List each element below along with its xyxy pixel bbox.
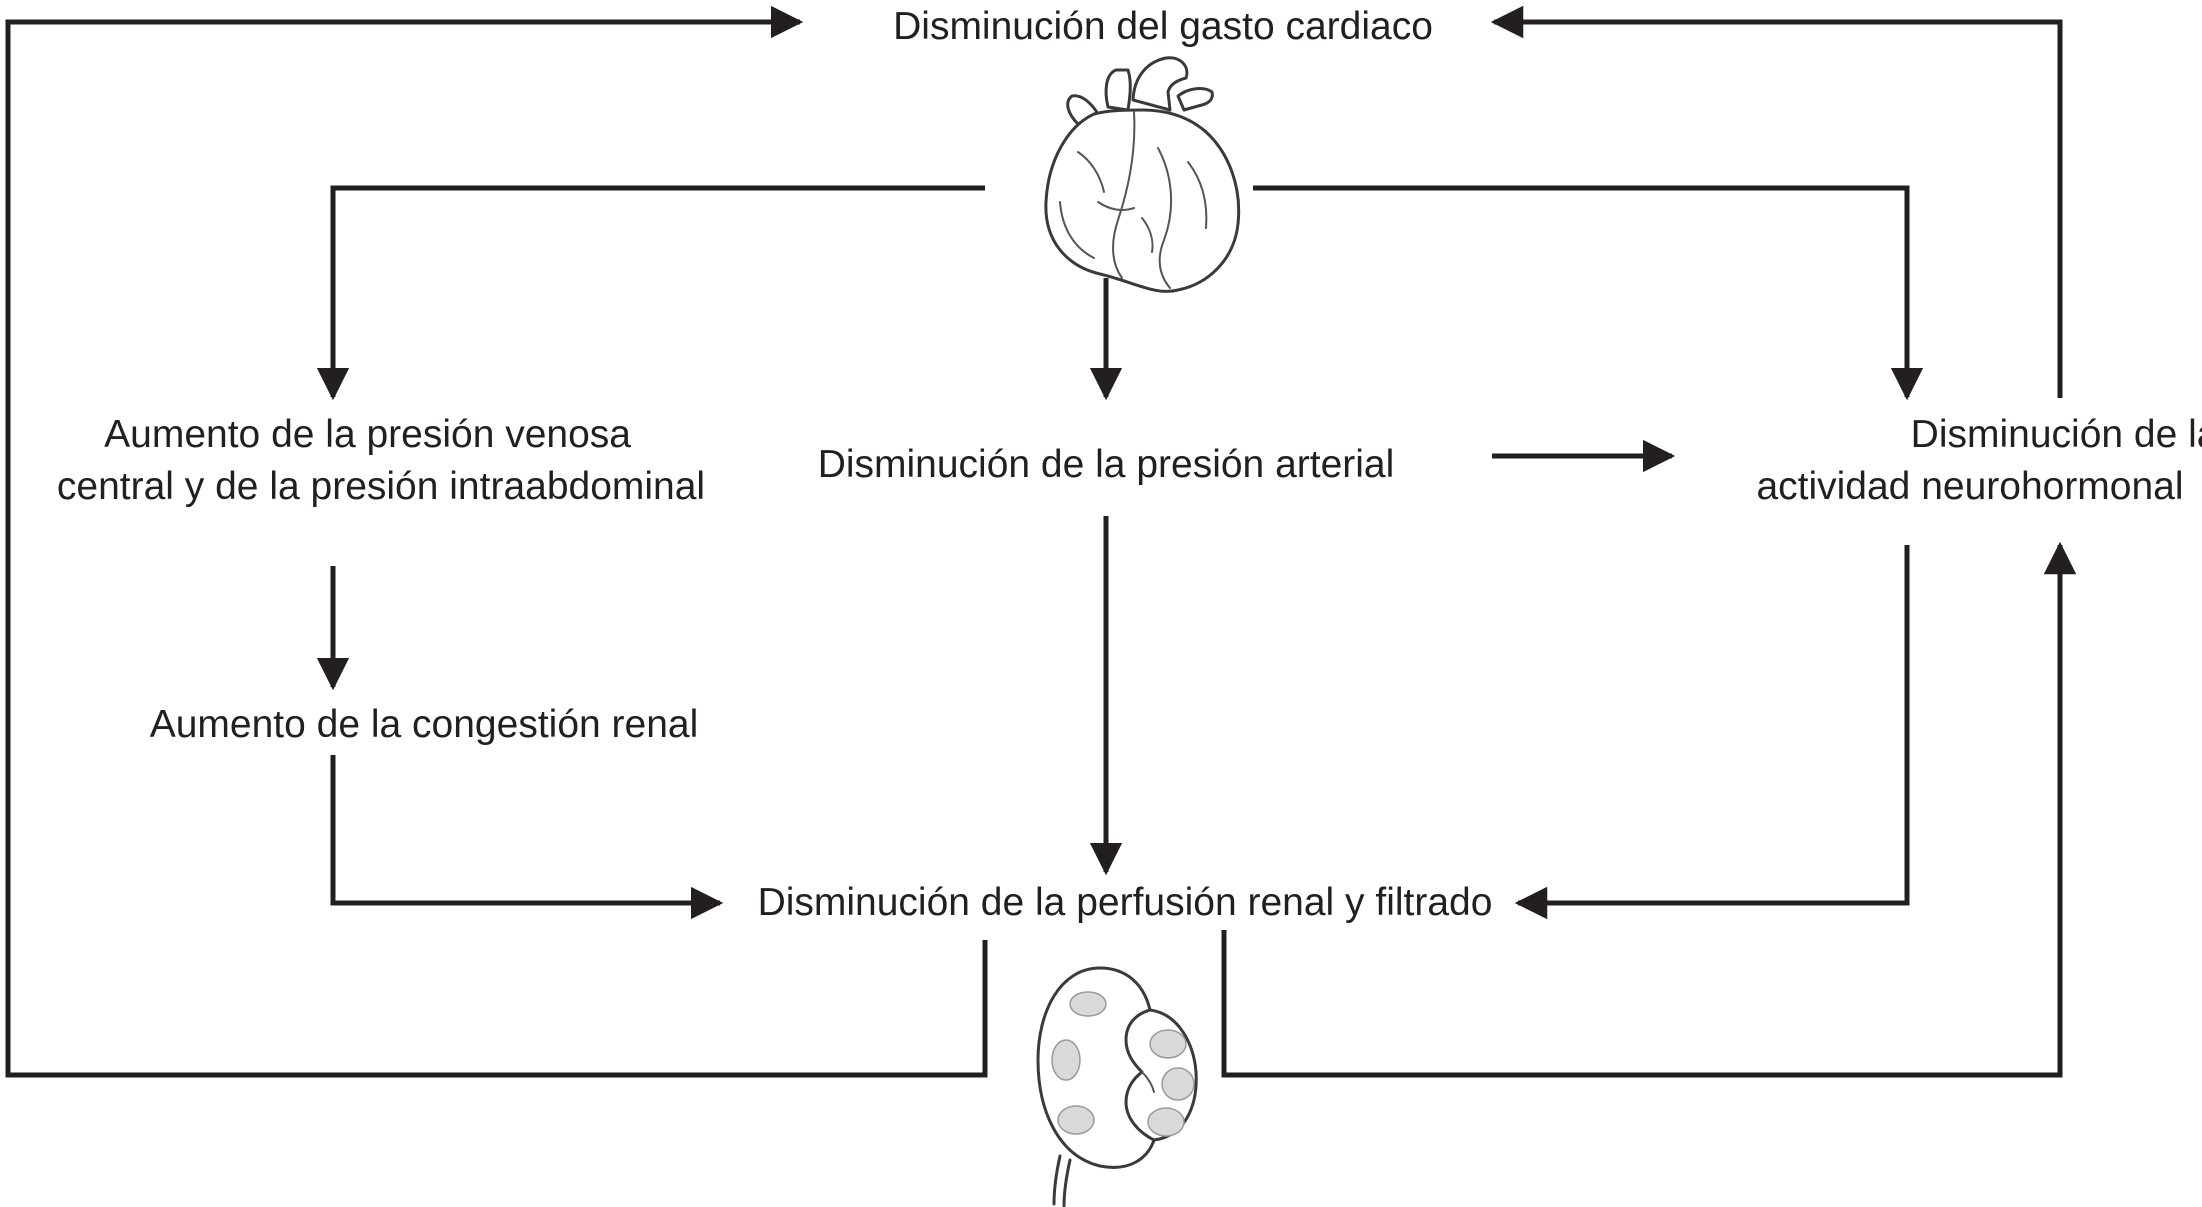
- node-presion-arterial: Disminución de la presión arterial: [818, 443, 1395, 486]
- node-gasto-cardiaco: Disminución del gasto cardiaco: [893, 5, 1433, 48]
- node-congestion-renal: Aumento de la congestión renal: [150, 703, 699, 746]
- edge-neurohormonal-to-gasto: [1490, 5, 2063, 398]
- node-presion-venosa-line-2: central y de la presión intraabdominal: [57, 465, 705, 508]
- edge-perfusion-to-neurohormonal: [1221, 541, 2077, 1078]
- node-actividad-neurohormonal-line-1: Disminución de la: [1911, 413, 2202, 456]
- node-actividad-neurohormonal-line-2: actividad neurohormonal: [1756, 465, 2183, 508]
- node-actividad-neurohormonal: Disminución de la actividad neurohormona…: [1756, 413, 2202, 508]
- heart-icon: [1044, 56, 1241, 293]
- node-presion-venosa: Aumento de la presión venosa central y d…: [57, 413, 705, 508]
- kidney-icon: [1036, 966, 1198, 1207]
- edge-heart-to-neurohormonal: [1253, 185, 1924, 401]
- edge-neurohormonal-to-perfusion: [1514, 545, 1910, 920]
- node-presion-venosa-line-1: Aumento de la presión venosa: [104, 413, 631, 456]
- edge-perfusion-to-gasto-outer: [5, 5, 988, 1078]
- node-perfusion-renal: Disminución de la perfusión renal y filt…: [758, 881, 1493, 924]
- edge-congestion-to-perfusion: [330, 755, 724, 920]
- edge-heart-to-presion-venosa: [316, 185, 985, 401]
